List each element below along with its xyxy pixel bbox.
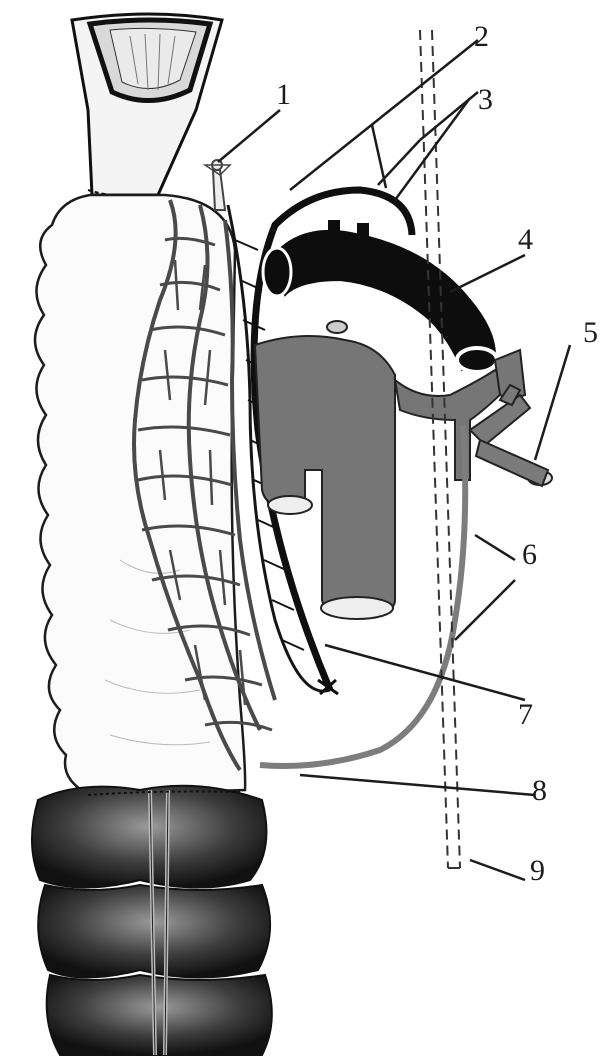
esophagus-stump (72, 14, 222, 196)
vessel-opening (268, 496, 312, 514)
label-7: 7 (518, 700, 533, 730)
label-2: 2 (474, 22, 489, 52)
label-4: 4 (518, 225, 533, 255)
label-1: 1 (276, 80, 291, 110)
label-8: 8 (532, 776, 547, 806)
label-9: 9 (530, 856, 545, 886)
label-3: 3 (478, 85, 493, 115)
gray-vessels (255, 336, 525, 615)
vessel-opening (327, 321, 347, 333)
vessel-opening (321, 597, 393, 619)
lower-colon-segments (32, 786, 272, 1055)
label-5: 5 (583, 318, 598, 348)
small-tube (212, 160, 225, 210)
label-6: 6 (522, 540, 537, 570)
